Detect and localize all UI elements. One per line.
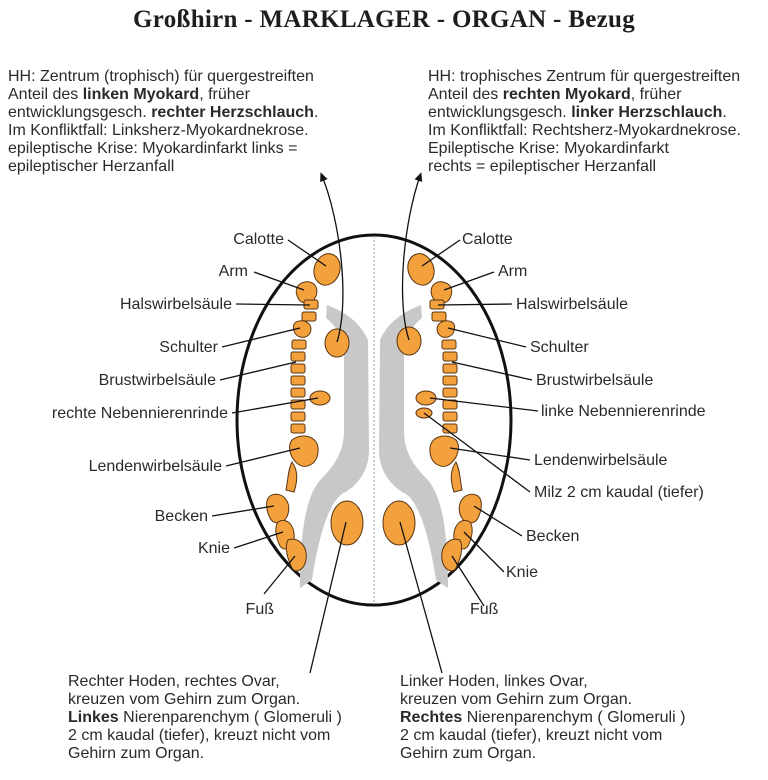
spine-segment <box>291 412 305 421</box>
leader-line <box>452 556 484 606</box>
label-becken-right: Becken <box>526 528 579 545</box>
label-lendenwirbelsaeule-right: Lendenwirbelsäule <box>534 452 668 469</box>
label-arm-left: Arm <box>219 263 248 280</box>
label-fuss-left: Fuß <box>246 601 275 618</box>
spine-segment <box>291 352 305 361</box>
label-knie-right: Knie <box>506 564 538 581</box>
label-halswirbelsaeule-left: Halswirbelsäule <box>120 296 232 313</box>
schulter-focus-left <box>325 329 349 357</box>
label-calotte-right: Calotte <box>462 231 513 248</box>
label-schulter-right: Schulter <box>530 339 589 356</box>
spine-segment <box>443 412 457 421</box>
spine-segment <box>432 312 446 321</box>
hoden-relay-left <box>331 501 363 545</box>
spine-segment <box>291 376 305 385</box>
label-nebenniere-right: linke Nebennierenrinde <box>541 403 706 420</box>
label-schulter-left: Schulter <box>159 339 218 356</box>
schulter-focus-right <box>397 327 421 355</box>
label-nebenniere-left: rechte Nebennierenrinde <box>52 405 228 422</box>
leader-line <box>264 556 295 594</box>
label-arm-right: Arm <box>498 263 527 280</box>
pelvis-relay-left <box>267 494 289 523</box>
spine-segment <box>443 364 457 373</box>
nebenniere-relay-left <box>310 391 330 405</box>
spine-segment <box>292 340 306 349</box>
label-calotte-left: Calotte <box>233 231 284 248</box>
label-halswirbelsaeule-right: Halswirbelsäule <box>516 296 628 313</box>
label-knie-left: Knie <box>198 540 230 557</box>
hoden-relay-right <box>383 501 415 545</box>
spine-segment <box>291 388 305 397</box>
label-fuss-right: Fuß <box>470 601 499 618</box>
spine-segment <box>443 352 457 361</box>
label-becken-left: Becken <box>155 508 208 525</box>
spine-segment <box>443 376 457 385</box>
spine-segment <box>291 424 305 433</box>
label-brustwirbelsaeule-right: Brustwirbelsäule <box>536 372 653 389</box>
spine-segment <box>302 312 316 321</box>
label-milz-right: Milz 2 cm kaudal (tiefer) <box>534 484 704 501</box>
spine-segment <box>291 364 305 373</box>
label-brustwirbelsaeule-left: Brustwirbelsäule <box>99 372 216 389</box>
spine-segment <box>442 340 456 349</box>
label-lendenwirbelsaeule-left: Lendenwirbelsäule <box>89 458 223 475</box>
spine-segment <box>443 388 457 397</box>
